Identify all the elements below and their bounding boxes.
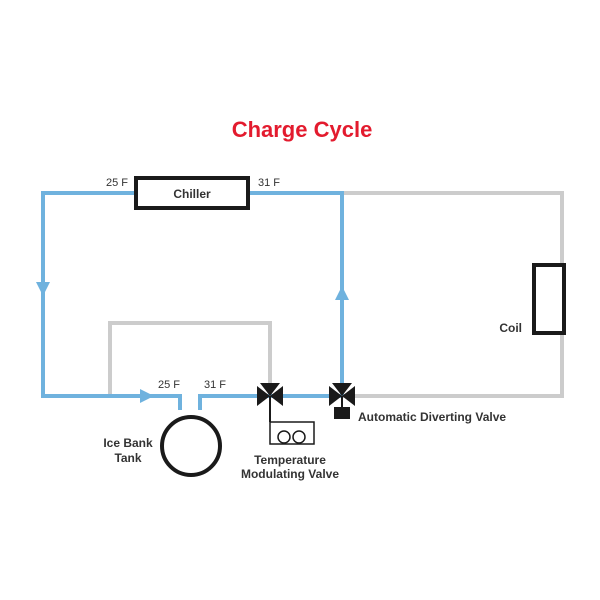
tank-circle (160, 415, 222, 477)
adv-left-triangle (329, 386, 342, 406)
tank-label-line1: Ice Bank (103, 436, 153, 450)
adv-right-triangle (342, 386, 355, 406)
coil: Coil (499, 263, 566, 335)
tmv-top-triangle (260, 383, 280, 396)
chiller-inlet-temp: 25 F (106, 177, 128, 189)
chiller-supply-pipe (41, 191, 182, 410)
inactive-piping (108, 191, 564, 398)
chiller-label: Chiller (173, 187, 211, 201)
adv-top-triangle (332, 383, 352, 396)
tmv-label-line2: Modulating Valve (241, 467, 339, 481)
tank-bypass-pipe (108, 321, 272, 396)
active-piping (41, 191, 344, 410)
chiller-box (134, 176, 250, 210)
tmv-actuator-coil-right (292, 430, 306, 444)
tank-inlet-temp: 25 F (158, 379, 180, 391)
arrow-down-icon (36, 282, 50, 296)
tmv-label-line1: Temperature (254, 453, 326, 467)
diagram-title: Charge Cycle (232, 117, 373, 142)
adv-label: Automatic Diverting Valve (358, 410, 506, 424)
temperature-modulating-valve: Temperature Modulating Valve (241, 383, 339, 481)
temperature-labels: 25 F 31 F 25 F 31 F (106, 177, 280, 391)
coil-loop-pipe (342, 191, 564, 266)
automatic-diverting-valve: Automatic Diverting Valve (329, 383, 506, 424)
tank-outlet-pipe (198, 394, 342, 410)
coil-box (532, 263, 566, 335)
flow-arrows (36, 282, 349, 403)
tank-label-line2: Tank (114, 451, 141, 465)
adv-actuator-box (334, 407, 350, 419)
chiller-return-pipe (250, 191, 344, 396)
coil-return-pipe (342, 332, 564, 398)
tmv-left-triangle (257, 386, 270, 406)
arrow-up-icon (335, 286, 349, 300)
chiller: Chiller (134, 176, 250, 210)
coil-label: Coil (499, 321, 522, 335)
arrow-right-icon (140, 389, 154, 403)
tmv-actuator-coil-left (277, 430, 291, 444)
tmv-actuator-box (269, 421, 315, 445)
tank-outlet-temp: 31 F (204, 379, 226, 391)
ice-bank-tank: Ice Bank Tank (103, 415, 222, 477)
tmv-right-triangle (270, 386, 283, 406)
chiller-outlet-temp: 31 F (258, 177, 280, 189)
